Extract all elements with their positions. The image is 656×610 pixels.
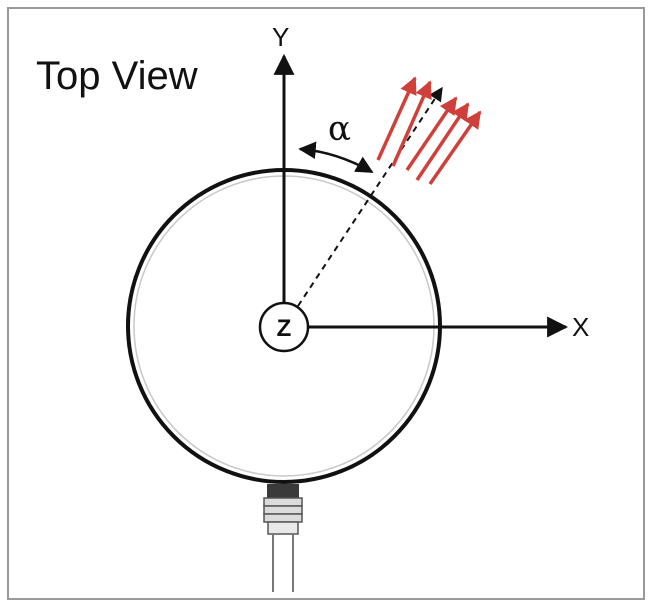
cable (263, 484, 303, 592)
x-axis-label: X (572, 312, 589, 342)
angle-alpha-label: α (328, 109, 351, 149)
z-axis-label: Z (277, 315, 292, 342)
incident-light-arrows (376, 76, 482, 185)
y-axis-label: Y (272, 22, 289, 52)
diagram-title: Top View (36, 54, 198, 98)
angle-arc (298, 141, 374, 174)
z-axis-marker (258, 301, 310, 353)
